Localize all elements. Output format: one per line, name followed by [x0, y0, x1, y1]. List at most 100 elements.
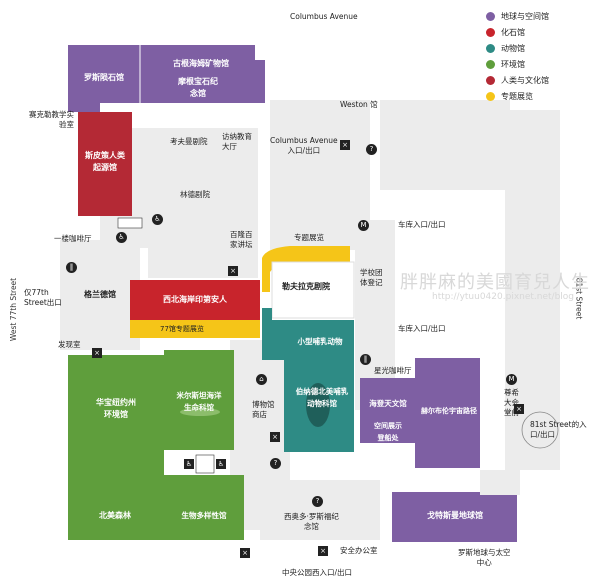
- legend-dot-0: [486, 11, 495, 21]
- info-icon: ?: [366, 144, 377, 155]
- cafe1-label: 一楼咖啡厅: [54, 234, 92, 243]
- kaufman-label: 考夫曼剧院: [170, 137, 208, 146]
- street-left: West 77th Street: [9, 277, 19, 342]
- legend-item-1: 化石馆: [486, 24, 596, 40]
- hall-rose-label[interactable]: 罗斯陨石馆: [84, 73, 124, 82]
- hall-northwest-label[interactable]: 西北海岸印第安人: [163, 295, 227, 304]
- closed-icon-7: ×: [240, 548, 250, 558]
- metro-icon: M: [358, 220, 369, 231]
- hall-rose-guggenheim: [68, 45, 265, 112]
- corridors: [60, 100, 560, 540]
- closed-icon-3: ×: [340, 140, 350, 150]
- hall-spitzer-label[interactable]: 斯皮策人类 起源馆: [85, 151, 125, 172]
- lefrak-label[interactable]: 勒夫拉克剧院: [282, 282, 330, 291]
- garage2-label: 车库入口/出口: [398, 324, 446, 333]
- weston-label: Weston 馆: [340, 100, 378, 109]
- roosevelt-label: 西奥多·罗斯福纪 念馆: [284, 512, 339, 531]
- legend-label-2: 动物馆: [501, 43, 525, 53]
- corridor-c: [270, 100, 370, 250]
- gallery-77: [130, 320, 260, 338]
- hayden-label[interactable]: 海登天文馆: [369, 399, 407, 408]
- corridor-f: [260, 480, 380, 540]
- hall-hayden: [360, 378, 415, 443]
- accessible-icon: ♿: [184, 459, 194, 469]
- legend-label-4: 人类与文化馆: [501, 75, 549, 85]
- legend-item-2: 动物馆: [486, 40, 596, 56]
- security-label: 安全办公室: [340, 546, 378, 555]
- hall-ny-environment: [68, 355, 164, 540]
- legend-label-3: 环境馆: [501, 59, 525, 69]
- columbus-entrance-label: Columbus Avenue 入口/出口: [270, 136, 338, 155]
- exit81-label: 81st Street的入 口/出口: [530, 420, 587, 439]
- lefrak-box: [271, 261, 355, 319]
- stairs-1: [117, 217, 143, 229]
- info-icon-3: ?: [270, 458, 281, 469]
- legend: 地球与空间馆 化石馆 动物馆 环境馆 人类与文化馆 专题展览: [486, 8, 596, 104]
- bernard-label[interactable]: 伯纳德北美哺乳 动物科馆: [295, 387, 349, 408]
- hall-forest-label[interactable]: 北美森林: [99, 511, 131, 520]
- small-mammals-label[interactable]: 小型哺乳动物: [297, 337, 343, 346]
- restroom-icon-2: ‖: [360, 354, 371, 365]
- bear-shape: [306, 383, 330, 427]
- education-label: 访纳教育 大厅: [222, 132, 252, 151]
- cullman-label[interactable]: 赫尔布伦宇宙路径: [421, 407, 477, 415]
- hall-cullman: [415, 358, 480, 468]
- gottesman-label[interactable]: 戈特斯曼地球馆: [427, 511, 483, 520]
- corridor-d: [60, 240, 140, 350]
- legend-dot-3: [486, 59, 495, 69]
- legend-label-1: 化石馆: [501, 27, 525, 37]
- hall-mammals: [262, 308, 354, 452]
- hall-of-universe-label: 尊希 大会 堂前: [504, 388, 519, 417]
- legend-item-5: 专题展览: [486, 88, 596, 104]
- central-park-label: 中央公园西入口/出口: [282, 568, 353, 577]
- linder-label: 林德剧院: [180, 190, 210, 199]
- hall-guggenheim-label[interactable]: 古根海姆矿物馆: [173, 59, 229, 68]
- hall-gottesman: [392, 492, 517, 542]
- closed-icon-2: ×: [228, 266, 238, 276]
- stairs-2: [195, 454, 215, 474]
- rose-center-ring: [521, 411, 559, 449]
- legend-label-0: 地球与空间馆: [501, 11, 549, 21]
- hall-milstein: [164, 350, 234, 450]
- closed-icon-4: ×: [270, 432, 280, 442]
- stairs: [117, 217, 215, 474]
- starlight-label: 星光咖啡厅: [374, 366, 412, 375]
- elevator-icon: ♿: [152, 214, 163, 225]
- info-icon-2: ?: [312, 496, 323, 507]
- rose-center-label: 罗斯地球与太空 中心: [458, 548, 511, 567]
- legend-dot-4: [486, 75, 495, 85]
- closed-icon-6: ×: [318, 546, 328, 556]
- gallery77-label[interactable]: 77馆专题展览: [160, 325, 204, 333]
- special-exhibit-label[interactable]: 专题展览: [294, 233, 324, 242]
- hall-spitzer: [78, 112, 132, 216]
- hall-northwest-coast: [130, 280, 260, 320]
- accessibility-icon: ♿: [116, 232, 127, 243]
- legend-label-5: 专题展览: [501, 91, 533, 101]
- hall-morgan-label[interactable]: 摩根宝石纪 念馆: [178, 77, 218, 98]
- corridor-b: [148, 128, 258, 278]
- legend-item-4: 人类与文化馆: [486, 72, 596, 88]
- restroom-icon: ‖: [66, 262, 77, 273]
- hall-ny-env-label[interactable]: 华宝纽约州 环境馆: [96, 398, 136, 419]
- space-show-label[interactable]: 空间展示 登船处: [374, 422, 402, 442]
- whale-shape: [180, 408, 220, 416]
- watermark-text: 胖胖麻的美國育兒人生: [400, 272, 590, 293]
- garage-label: 车库入口/出口: [398, 220, 446, 229]
- hall-biodiversity: [164, 475, 244, 540]
- special-exhibit-shape: [262, 246, 350, 292]
- legend-item-0: 地球与空间馆: [486, 8, 596, 24]
- hall-biodiversity-label[interactable]: 生物多样性馆: [181, 511, 227, 520]
- closed-icon-5: ×: [514, 404, 524, 414]
- sackler-label: 赛克勒教学实 验室: [29, 110, 74, 129]
- corridor-h: [380, 100, 510, 190]
- corridor-j: [480, 470, 520, 495]
- hall-milstein-label[interactable]: 米尔斯坦海洋 生命科馆: [176, 391, 222, 412]
- exit77-label: 仅77th Street出口: [24, 288, 62, 307]
- lecture-label: 百隆百 家讲坛: [230, 230, 253, 249]
- watermark-url: http://ytuu0420.pixnet.net/blog: [432, 292, 575, 302]
- legend-item-3: 环境馆: [486, 56, 596, 72]
- shop-icon: ⌂: [256, 374, 267, 385]
- grand-gallery-label[interactable]: 格兰德馆: [84, 290, 116, 299]
